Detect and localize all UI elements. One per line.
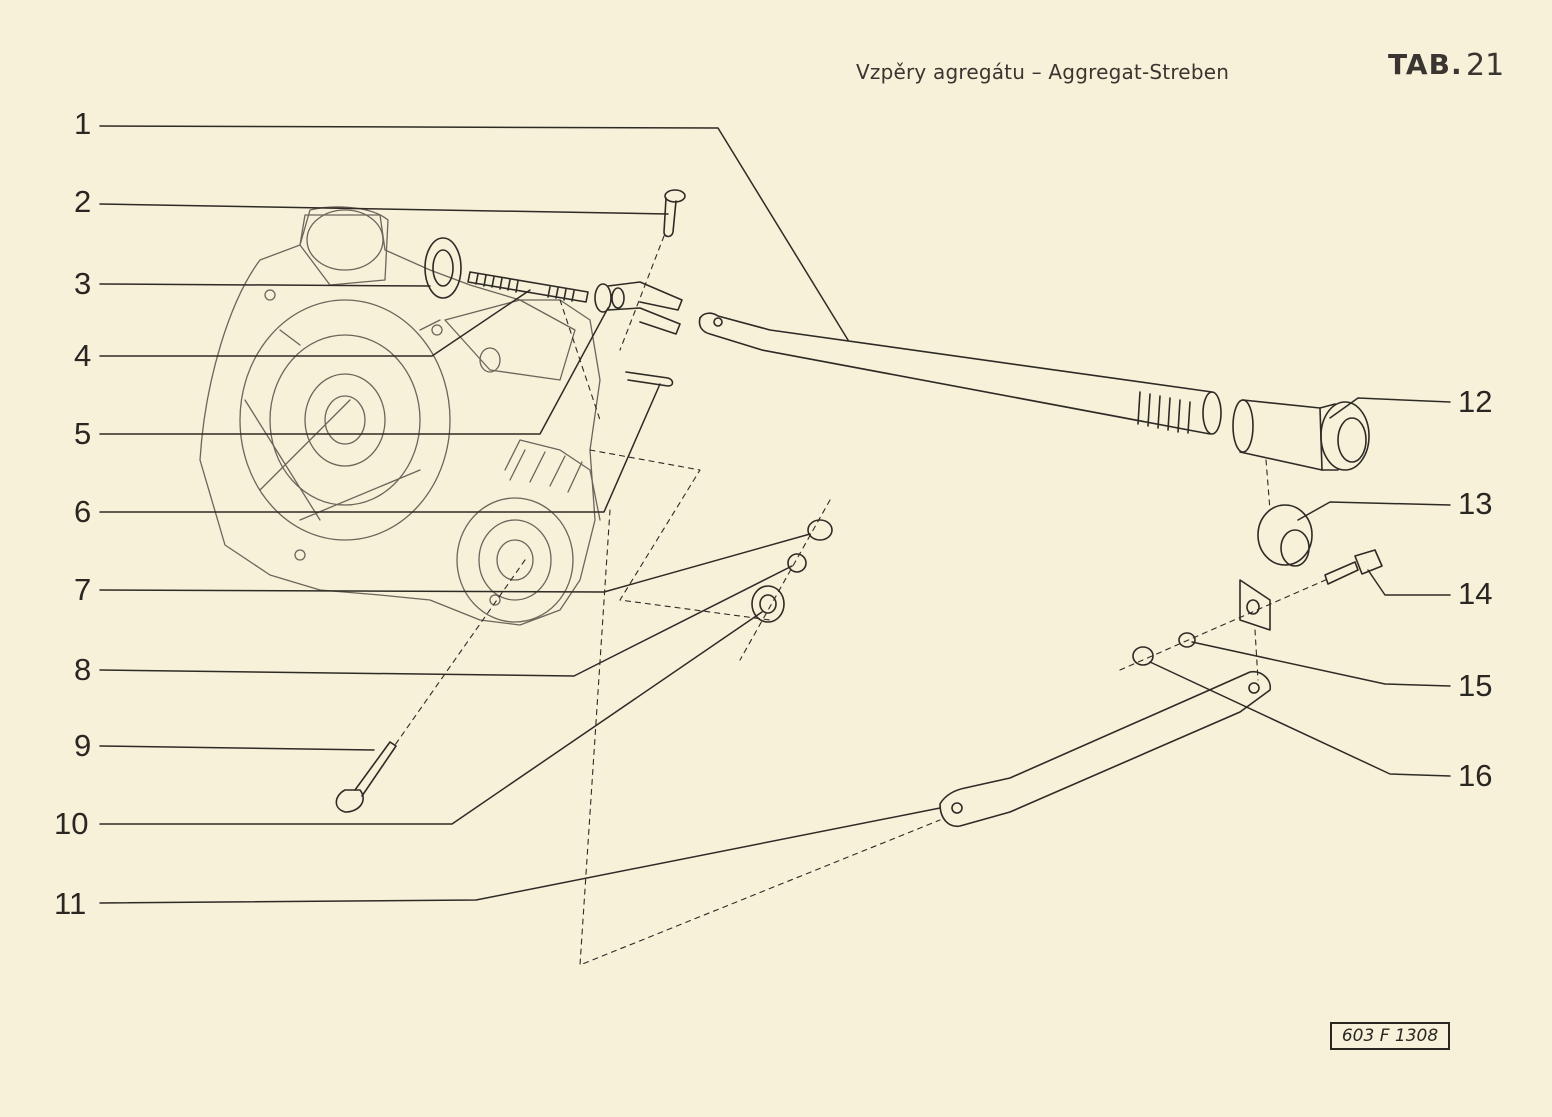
strut-clamp	[1239, 504, 1313, 631]
assembly-lines	[394, 235, 1331, 966]
main-strut	[698, 312, 1222, 435]
leader-lines	[99, 125, 1451, 904]
gearbox-housing	[199, 206, 601, 626]
lower-strut	[939, 670, 1272, 828]
screw	[335, 741, 397, 813]
callout-3: 3	[74, 266, 92, 301]
callout-2: 2	[74, 184, 92, 219]
callout-12: 12	[1458, 384, 1493, 419]
drawing-code-box: 603 F 1308	[1330, 1022, 1450, 1050]
callout-9: 9	[74, 728, 92, 763]
callout-7: 7	[74, 572, 92, 607]
callout-8: 8	[74, 652, 92, 687]
callout-1: 1	[74, 106, 92, 141]
hex-nut-7	[807, 519, 833, 541]
clevis-fork	[594, 281, 683, 335]
callout-11: 11	[54, 886, 87, 921]
callout-4: 4	[74, 338, 92, 373]
bushing-washer	[424, 237, 462, 299]
callout-6: 6	[74, 494, 92, 529]
cotter-pin	[625, 371, 674, 387]
threaded-stud	[467, 271, 589, 303]
hex-nut-16	[1132, 646, 1154, 666]
callout-10: 10	[54, 806, 89, 841]
callout-14: 14	[1458, 576, 1493, 611]
callout-15: 15	[1458, 668, 1493, 703]
rubber-bush	[751, 585, 785, 623]
clevis-pin	[663, 189, 686, 238]
lock-washer	[787, 553, 807, 573]
clamp-bolt	[1324, 549, 1383, 585]
callout-5: 5	[74, 416, 92, 451]
callout-16: 16	[1458, 758, 1493, 793]
tab-label: TAB.	[1388, 48, 1463, 81]
page-title: Vzpěry agregátu – Aggregat-Streben	[856, 60, 1230, 84]
callout-13: 13	[1458, 486, 1493, 521]
threaded-sleeve	[1232, 399, 1370, 471]
spring-washer	[1178, 632, 1196, 648]
tab-number: 21	[1466, 48, 1505, 83]
